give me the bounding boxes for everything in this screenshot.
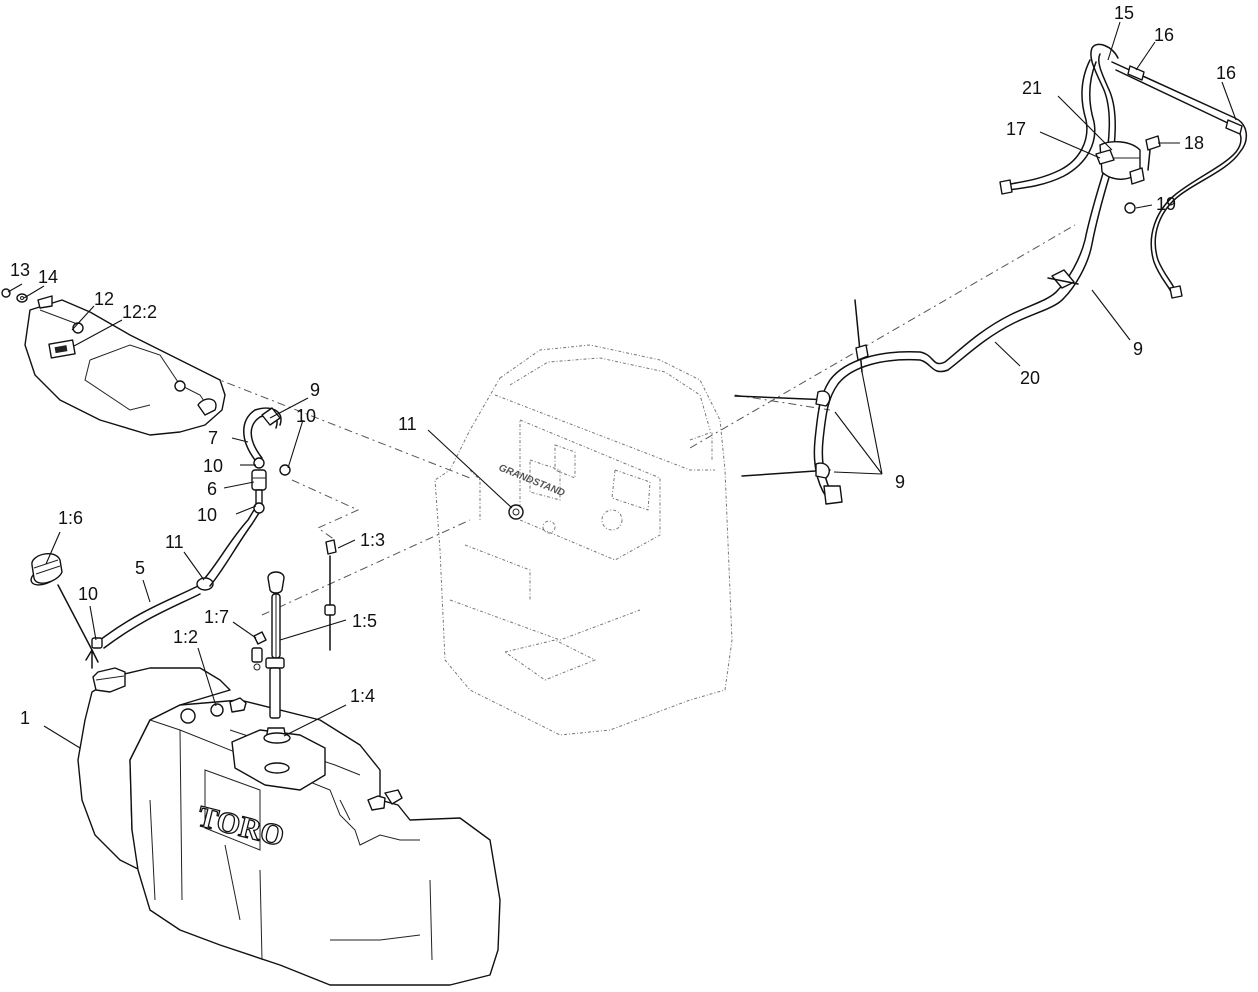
zip-ties-part-9 <box>734 269 1079 479</box>
bracket-part-18 <box>1129 135 1161 185</box>
callout-12: 12 <box>94 289 114 309</box>
callout-6: 6 <box>207 479 217 499</box>
fuel-tank-part-1: TORO <box>77 667 501 986</box>
callout-21: 21 <box>1022 78 1042 98</box>
hose-part-5 <box>91 585 201 649</box>
callout-10: 10 <box>203 456 223 476</box>
control-console-phantom: GRANDSTAND <box>434 344 733 736</box>
callout-1-6: 1:6 <box>58 508 83 528</box>
bolt-part-13 <box>1 288 11 298</box>
callout-12-2: 12:2 <box>122 302 157 322</box>
callout-14: 14 <box>38 267 58 287</box>
callout-20: 20 <box>1020 368 1040 388</box>
callout-16: 16 <box>1154 25 1174 45</box>
callout-13: 13 <box>10 260 30 280</box>
grommet-part-11-console <box>508 504 556 534</box>
fuel-cap-part-1-6 <box>30 552 99 669</box>
leader-lines <box>7 21 1237 749</box>
callout-1-4: 1:4 <box>350 686 375 706</box>
assembly-centerlines <box>109 224 1076 616</box>
console-logo: GRANDSTAND <box>497 463 566 500</box>
vent-line-part-16 <box>1111 61 1247 299</box>
heat-shield-part-12 <box>24 295 226 436</box>
clamp-part-17 <box>1095 149 1115 165</box>
callout-10: 10 <box>78 584 98 604</box>
callout-5: 5 <box>135 558 145 578</box>
callout-1-2: 1:2 <box>173 627 198 647</box>
fuel-filter-part-6 <box>251 469 267 505</box>
callout-18: 18 <box>1184 133 1204 153</box>
tank-fitting-right <box>367 789 403 811</box>
callout-19: 19 <box>1156 194 1176 214</box>
decal-part-12-2 <box>48 339 76 359</box>
callout-1: 1 <box>20 708 30 728</box>
callout-1-5: 1:5 <box>352 611 377 631</box>
callout-1-3: 1:3 <box>360 530 385 550</box>
clamps-part-10 <box>253 457 291 514</box>
callout-11: 11 <box>165 532 184 552</box>
callout-15: 15 <box>1114 3 1134 23</box>
callout-1-7: 1:7 <box>204 607 229 627</box>
hose-part-7 <box>243 407 282 461</box>
callout-9: 9 <box>895 472 905 492</box>
fuel-pickup-part-1-5 <box>265 571 287 741</box>
washer-part-14 <box>16 293 28 303</box>
elbow-fitting-part-1-7 <box>251 631 267 671</box>
callout-labels: 15 16 16 21 17 18 19 9 20 9 13 14 12 12:… <box>10 3 1236 728</box>
callout-9: 9 <box>310 380 320 400</box>
fitting-part-1-2 <box>210 697 247 717</box>
callout-10: 10 <box>197 505 217 525</box>
valve-part-1-3 <box>324 539 337 651</box>
callout-10: 10 <box>296 406 316 426</box>
callout-16: 16 <box>1216 63 1236 83</box>
callout-17: 17 <box>1006 119 1026 139</box>
fuel-line-part-20 <box>813 169 1111 505</box>
callout-7: 7 <box>208 428 218 448</box>
callout-9: 9 <box>1133 339 1143 359</box>
grommet-part-11 <box>196 509 260 591</box>
seal-part-1-4 <box>263 732 291 744</box>
screw-part-19 <box>1124 202 1136 214</box>
callout-11: 11 <box>398 414 417 434</box>
